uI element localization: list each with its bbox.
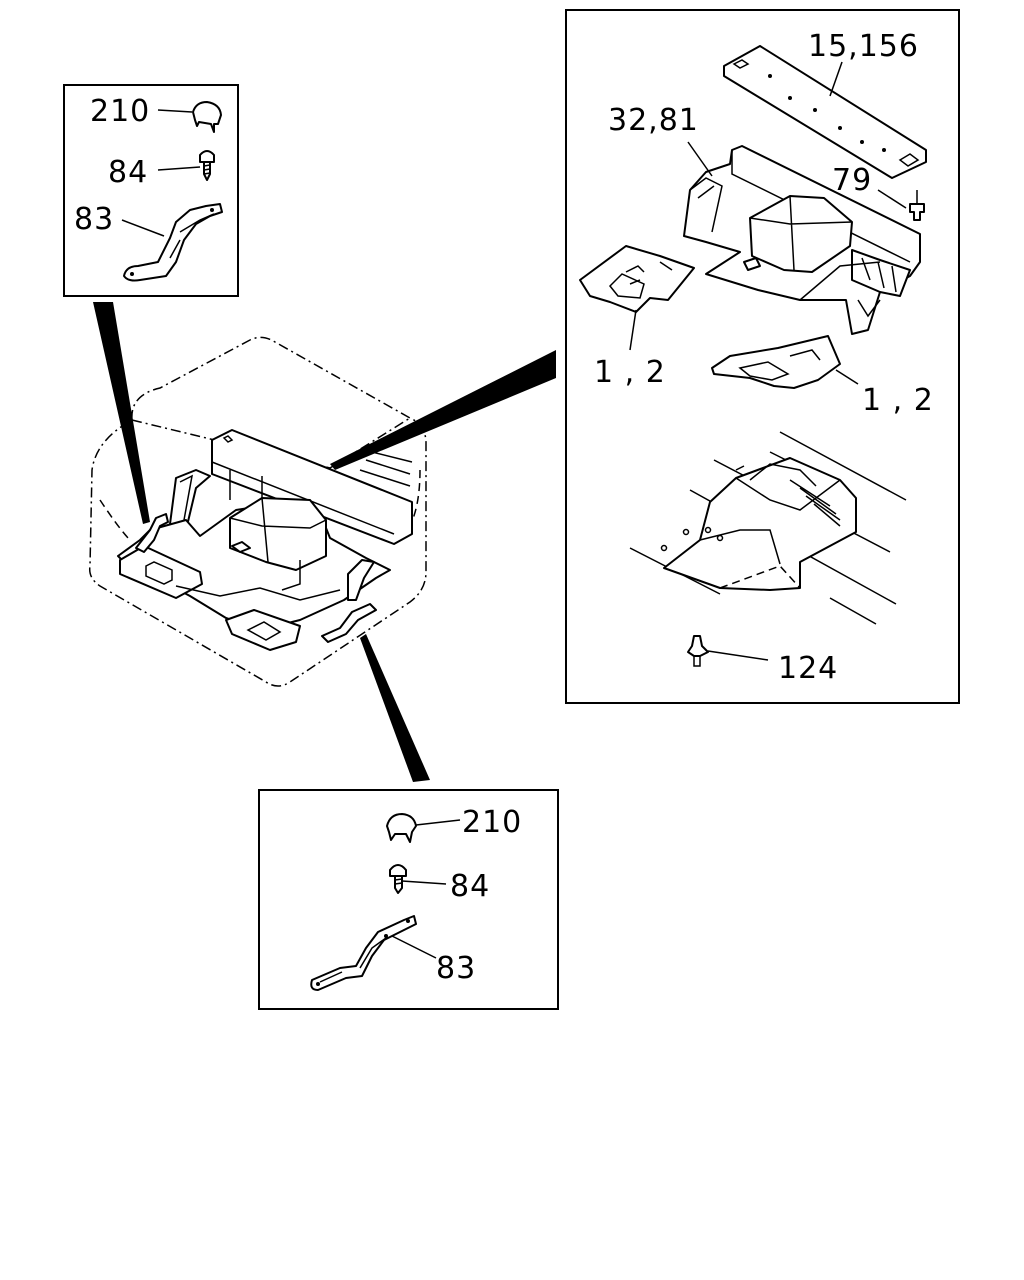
callout-83-bottom: 83 <box>436 951 476 986</box>
connector-wedge-top-left <box>93 302 150 524</box>
callout-15-156: 15,156 <box>808 29 919 64</box>
detail-frame-bottom <box>258 789 559 1010</box>
right-mat-1-2 <box>711 335 841 389</box>
callout-84-bottom: 84 <box>450 869 490 904</box>
connector-wedge-right <box>330 350 556 470</box>
callout-32-81: 32,81 <box>608 103 699 138</box>
callout-1-2-left: 1 , 2 <box>594 355 666 390</box>
detail-frame-right <box>565 9 960 704</box>
floor-mat-32-81 <box>683 145 921 335</box>
callout-210-top-left: 210 <box>90 94 150 129</box>
clip-79 <box>909 190 925 221</box>
connector-wedge-bottom <box>360 634 430 782</box>
detail-frame-top-left <box>63 84 239 297</box>
clip-124 <box>687 635 709 667</box>
left-mat-1-2 <box>579 245 695 313</box>
cap-210-top-left <box>192 101 222 133</box>
callout-83-top-left: 83 <box>74 202 114 237</box>
callout-124: 124 <box>778 651 838 686</box>
callout-79: 79 <box>832 163 872 198</box>
callout-210-bottom: 210 <box>462 805 522 840</box>
callout-84-top-left: 84 <box>108 155 148 190</box>
cap-210-bottom <box>386 813 417 843</box>
screw-84-bottom <box>389 864 407 894</box>
rear-plate-15-156 <box>723 45 927 179</box>
bracket-83-top-left <box>123 203 223 282</box>
cab-floor-assembly <box>88 336 427 687</box>
bracket-83-bottom <box>310 915 417 991</box>
screw-84-top-left <box>199 150 215 181</box>
callout-1-2-right: 1 , 2 <box>862 383 934 418</box>
vehicle-floor-section <box>629 431 907 625</box>
